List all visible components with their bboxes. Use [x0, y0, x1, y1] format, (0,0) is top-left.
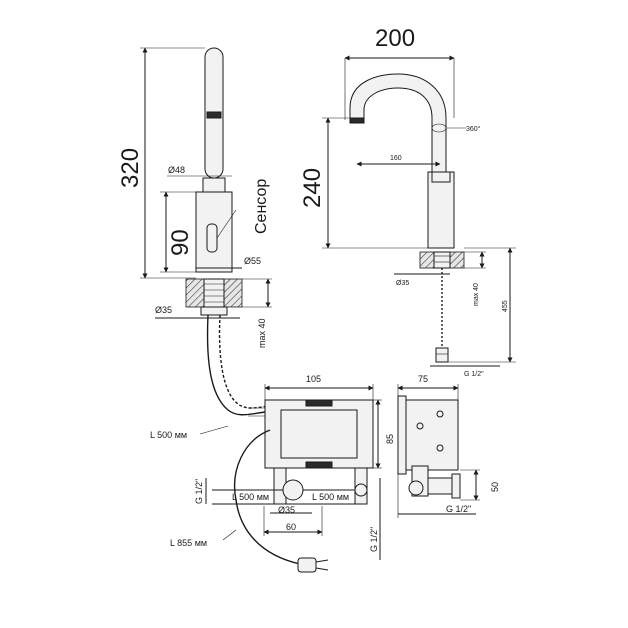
dim-55: Ø55 — [244, 256, 261, 266]
g-half-vert-right: G 1/2" — [369, 527, 379, 552]
control-box-side — [397, 384, 480, 518]
dim-35-left: Ø35 — [155, 305, 172, 315]
g-half-right: G 1/2" — [464, 371, 484, 378]
g-half-vert-left: G 1/2" — [194, 479, 204, 504]
dim-35-right: Ø35 — [396, 280, 409, 287]
label-l500-left: L 500 мм — [232, 492, 269, 502]
label-l500-top: L 500 мм — [150, 430, 187, 440]
sensor-window — [206, 223, 218, 253]
faucet-collar — [202, 177, 226, 193]
dim-60: 60 — [286, 522, 296, 532]
dim-360: 360° — [466, 125, 481, 133]
spout-aerator — [206, 111, 222, 119]
power-plug — [297, 557, 329, 573]
dim-50: 50 — [490, 482, 500, 492]
dim-max40-right: max 40 — [473, 283, 480, 306]
dim-90: 90 — [167, 229, 194, 256]
flex-hose-left — [206, 314, 266, 416]
dim-35-bottom: Ø35 — [278, 505, 295, 515]
faucet-body-side — [427, 171, 455, 249]
control-box-front — [199, 384, 382, 573]
g-half-side: G 1/2" — [446, 504, 471, 514]
dim-240: 240 — [299, 168, 326, 208]
control-box-side-body — [405, 399, 459, 471]
dim-75: 75 — [418, 374, 428, 384]
label-l855: L 855 мм — [170, 538, 207, 548]
dim-160: 160 — [390, 155, 402, 162]
dim-85: 85 — [385, 434, 395, 444]
dim-max40-left: max 40 — [257, 318, 267, 348]
front-view — [140, 47, 272, 416]
valve-connector-left — [282, 479, 304, 501]
power-cable — [234, 429, 301, 565]
dim-105: 105 — [306, 374, 321, 384]
dim-200: 200 — [375, 25, 415, 52]
dim-48: Ø48 — [168, 165, 185, 175]
dim-455: 455 — [502, 300, 509, 312]
label-sensor: Сенсор — [253, 179, 270, 234]
dim-320: 320 — [117, 148, 144, 188]
label-l500-right: L 500 мм — [312, 492, 349, 502]
mounting-stud-left — [203, 278, 225, 308]
side-view — [322, 55, 516, 367]
